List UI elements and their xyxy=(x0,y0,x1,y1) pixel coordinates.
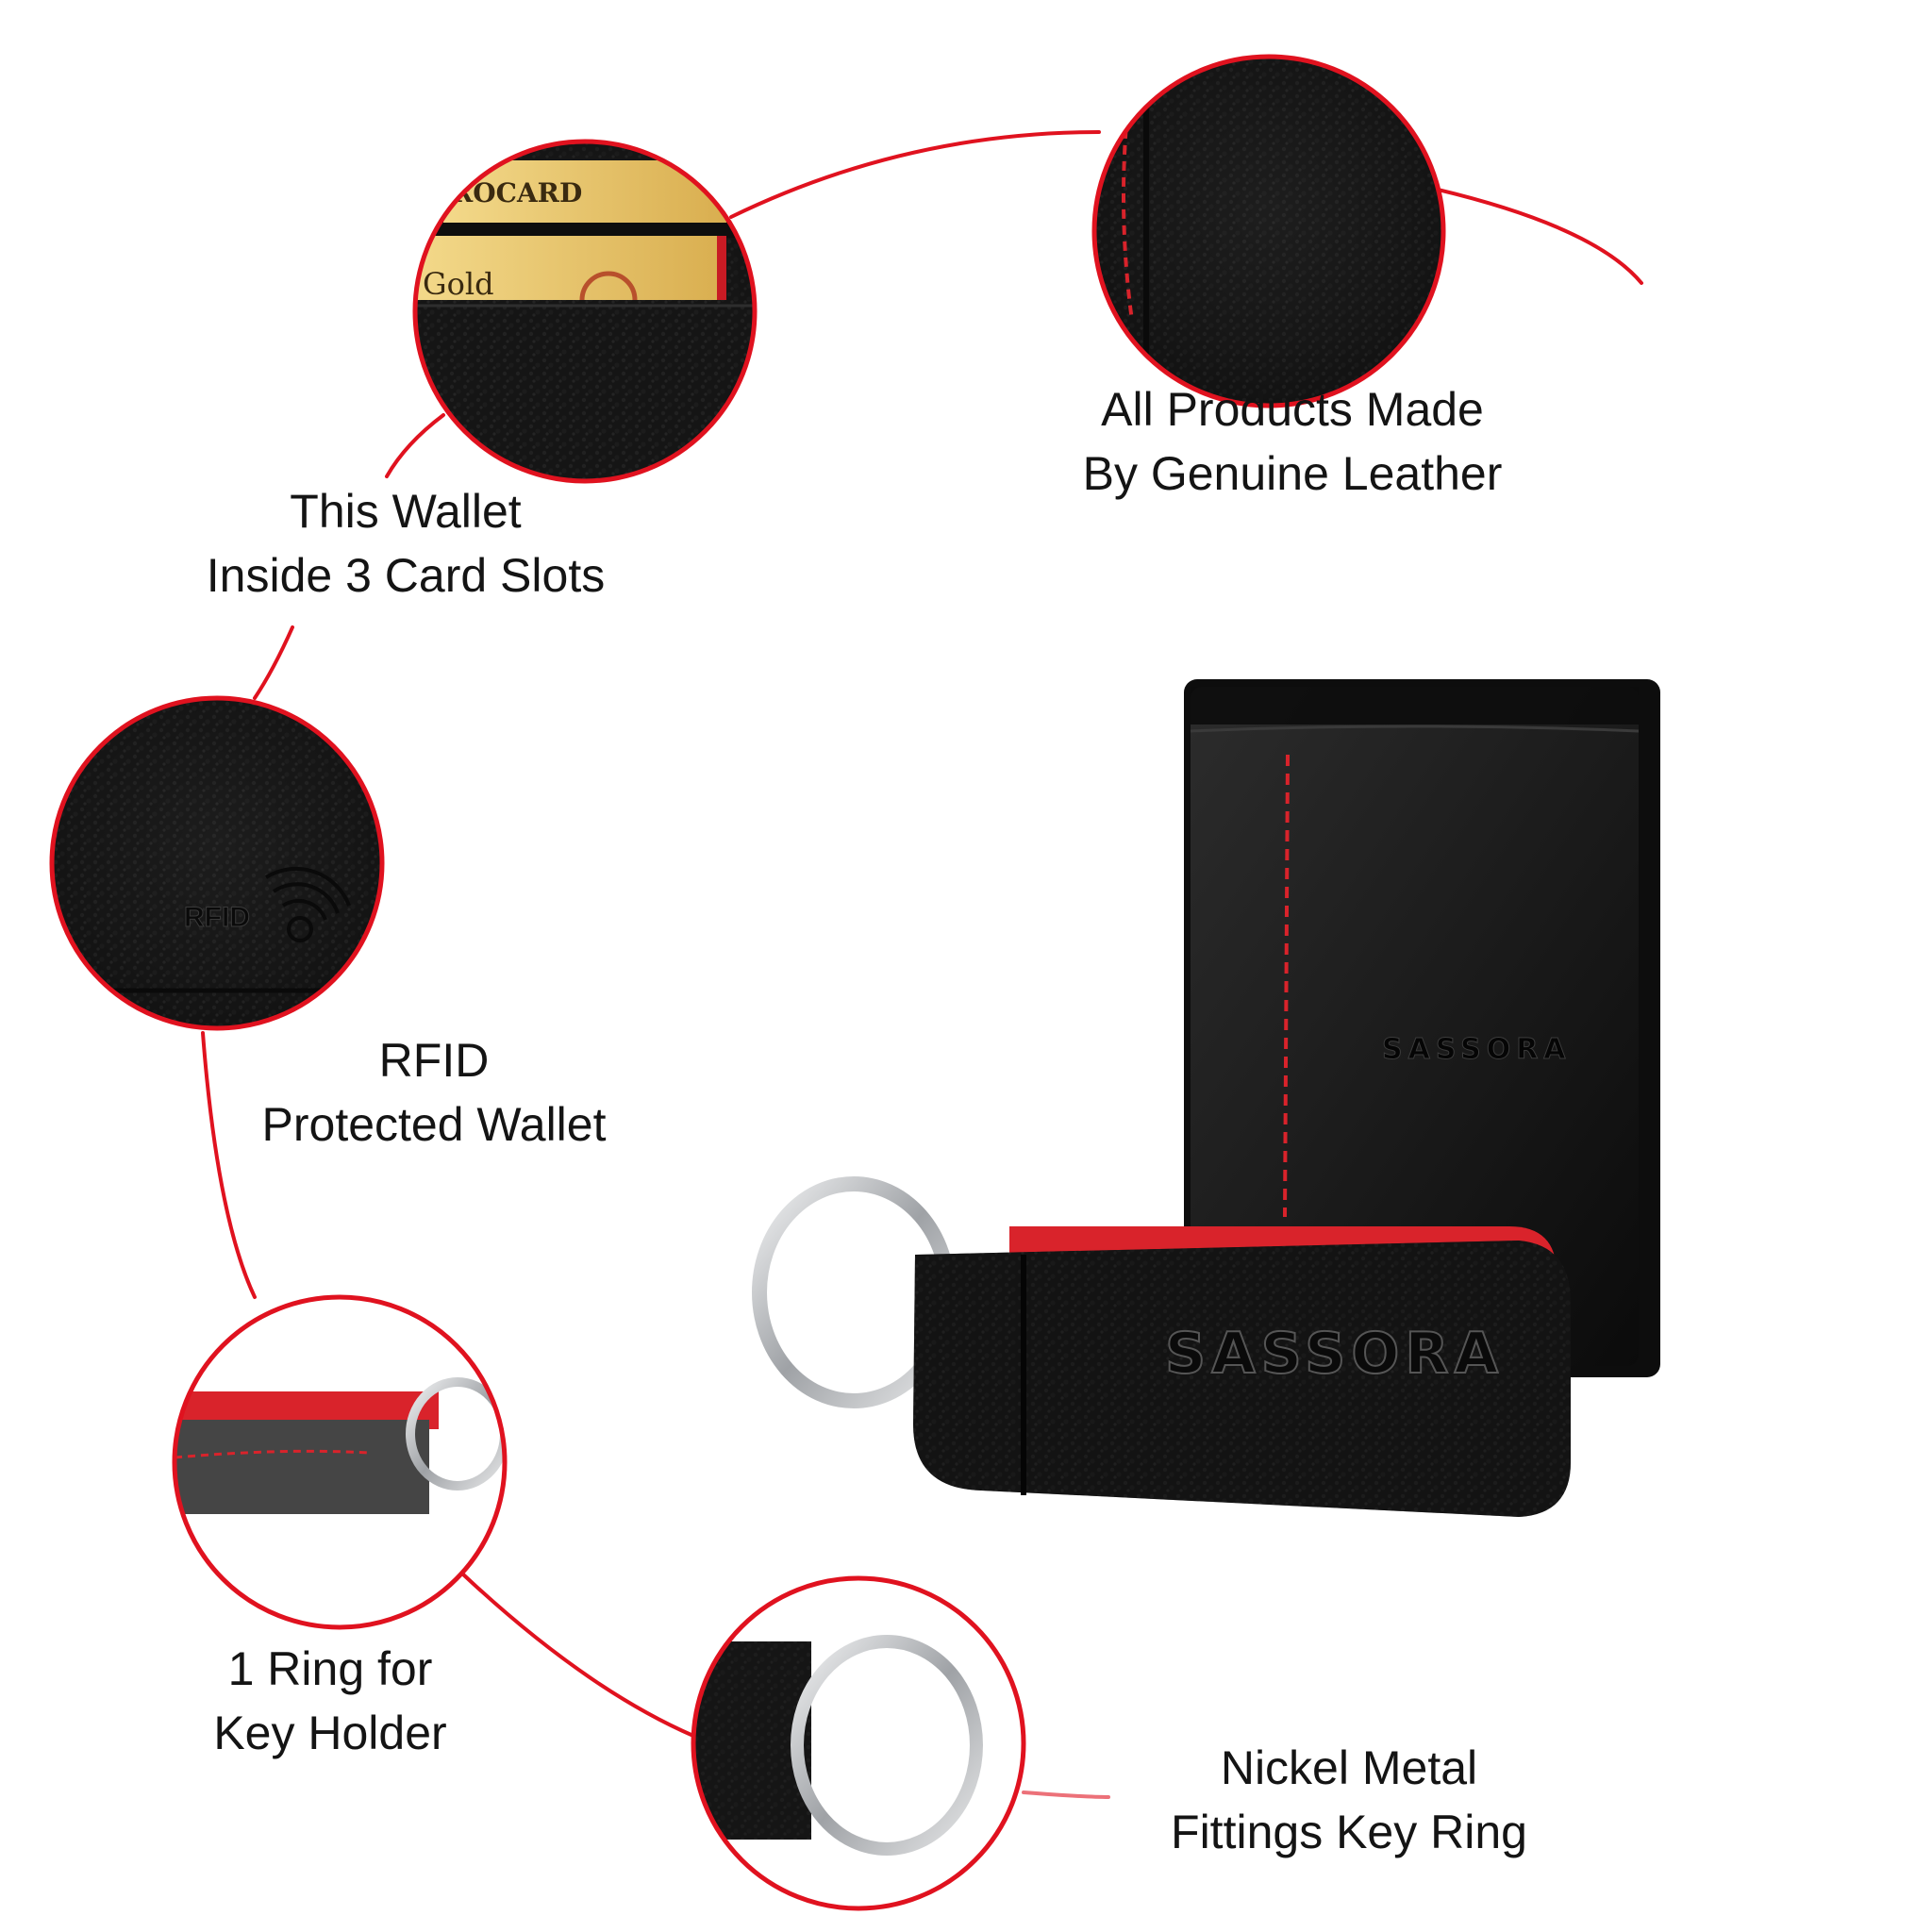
keychain-strap xyxy=(913,1241,1571,1517)
detail-circle-key-ring xyxy=(172,1294,508,1630)
key-ring xyxy=(406,1377,505,1491)
connector-rfid-to-ring xyxy=(201,1031,257,1299)
caption-card-slots: This Wallet Inside 3 Card Slots xyxy=(151,479,660,608)
rfid-signal-icon xyxy=(264,866,351,942)
detail-circle-rfid: RFID xyxy=(49,695,385,1031)
detail-circle-nickel-fittings xyxy=(691,1575,1026,1911)
caption-rfid-line1: RFID xyxy=(378,1034,490,1087)
connector-cards-down xyxy=(385,413,445,478)
caption-leather-line1: All Products Made xyxy=(1101,383,1484,436)
wallet-product: SASSORA xyxy=(1184,679,1660,1377)
caption-ring-line1: 1 Ring for xyxy=(227,1642,433,1695)
caption-genuine-leather: All Products Made By Genuine Leather xyxy=(991,377,1594,506)
strap-body xyxy=(175,1420,429,1514)
detail-circle-card-slots: ROCARD Gold xyxy=(412,139,758,484)
connector-cards-to-leather xyxy=(729,130,1101,219)
caption-nickel-line2: Fittings Key Ring xyxy=(1171,1806,1527,1858)
keychain-brand-text: SASSORA xyxy=(1165,1321,1504,1387)
connector-nickel-right xyxy=(1022,1790,1110,1799)
caption-nickel-fittings: Nickel Metal Fittings Key Ring xyxy=(1104,1736,1594,1864)
caption-rfid: RFID Protected Wallet xyxy=(208,1028,660,1157)
caption-ring-line2: Key Holder xyxy=(213,1707,447,1759)
card-top-text: ROCARD xyxy=(451,177,582,208)
connector-lines xyxy=(201,130,1643,1799)
connector-leather-right xyxy=(1432,187,1643,285)
caption-rfid-line2: Protected Wallet xyxy=(261,1098,607,1151)
keychain-product: SASSORA xyxy=(752,1176,1571,1517)
detail-circle-genuine-leather xyxy=(1091,54,1446,408)
card-gold-text: Gold xyxy=(423,266,494,302)
caption-card-slots-line2: Inside 3 Card Slots xyxy=(206,549,606,602)
leather-edge-stitch xyxy=(1122,112,1134,322)
connector-ring-to-nickel xyxy=(460,1572,695,1738)
caption-key-ring: 1 Ring for Key Holder xyxy=(151,1637,509,1765)
connector-caption-to-rfid xyxy=(253,625,294,700)
caption-leather-line2: By Genuine Leather xyxy=(1082,447,1503,500)
nickel-ring xyxy=(791,1635,983,1856)
rfid-stamp-text: RFID xyxy=(184,902,250,933)
caption-card-slots-line1: This Wallet xyxy=(290,485,522,538)
wallet-brand-text: SASSORA xyxy=(1382,1033,1572,1066)
wallet-red-stitch xyxy=(1283,754,1290,1218)
caption-nickel-line1: Nickel Metal xyxy=(1220,1741,1478,1794)
